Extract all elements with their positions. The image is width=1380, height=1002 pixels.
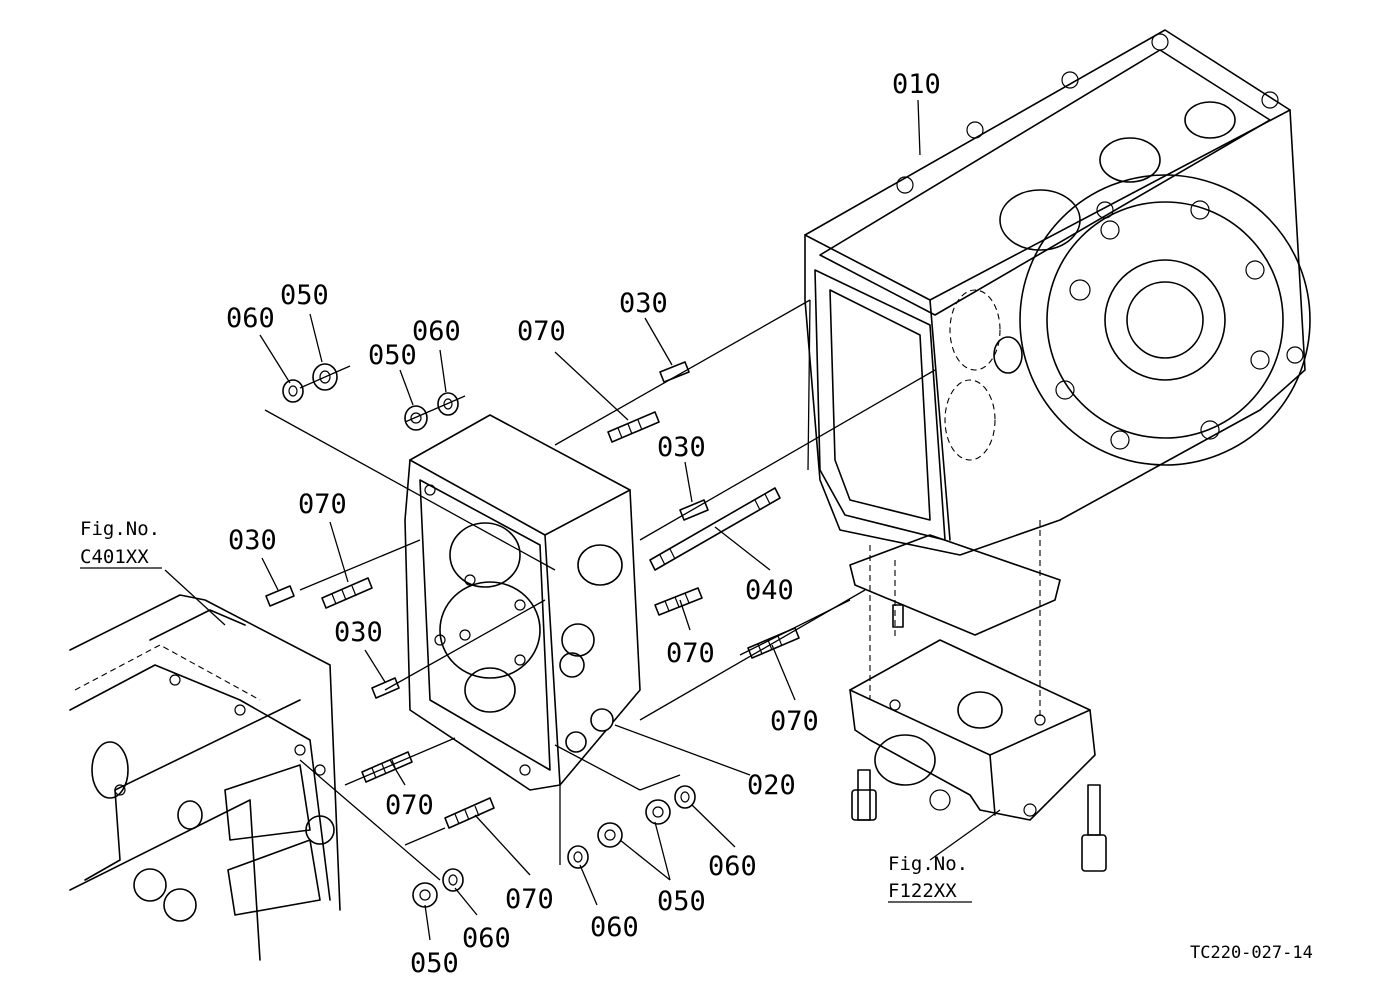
middle-case-020 <box>404 414 641 791</box>
label-070-e: 070 <box>385 790 434 821</box>
nut-050-e <box>412 882 438 908</box>
label-leaders <box>80 99 1001 941</box>
long-stud-bolt-040 <box>649 487 781 571</box>
drawing-number: TC220-027-14 <box>1190 943 1313 963</box>
stud-bolt-070-a <box>607 411 660 443</box>
label-070-b: 070 <box>298 489 347 520</box>
label-030-a: 030 <box>619 288 668 319</box>
label-020: 020 <box>747 770 796 801</box>
label-060-e: 060 <box>462 923 511 954</box>
label-070-f: 070 <box>505 884 554 915</box>
label-070-a: 070 <box>517 316 566 347</box>
dowel-pin-030-a <box>659 361 690 383</box>
fig-ref-right-number: F122XX <box>888 880 957 902</box>
label-050-a: 050 <box>280 280 329 311</box>
label-050-d: 050 <box>410 948 459 979</box>
label-050-b: 050 <box>368 340 417 371</box>
label-030-d: 030 <box>334 617 383 648</box>
label-060-c: 060 <box>708 851 757 882</box>
nut-050-d <box>645 799 671 825</box>
label-030-c: 030 <box>228 525 277 556</box>
label-010: 010 <box>892 69 941 100</box>
label-050-c: 050 <box>657 886 706 917</box>
label-060-d: 060 <box>590 912 639 943</box>
label-040: 040 <box>745 575 794 606</box>
label-030-b: 030 <box>657 432 706 463</box>
washer-060-c <box>674 785 696 809</box>
label-070-d: 070 <box>770 706 819 737</box>
label-070-c: 070 <box>666 638 715 669</box>
fig-ref-left-title: Fig.No. <box>80 518 160 540</box>
fig-ref-right-title: Fig.No. <box>888 853 968 875</box>
fig-ref-left-number: C401XX <box>80 546 149 568</box>
dowel-pin-030-c <box>265 585 295 607</box>
stud-bolt-070-c <box>654 587 703 616</box>
washer-060-d <box>567 845 589 869</box>
washer-060-a <box>282 379 304 403</box>
stud-bolt-070-f <box>444 797 495 829</box>
transmission-case-010 <box>804 29 1311 556</box>
left-adjoining-case <box>69 594 341 961</box>
stud-bolt-070-b <box>321 577 373 609</box>
washer-060-e <box>442 868 464 892</box>
label-060-b: 060 <box>412 316 461 347</box>
dowel-pin-030-d <box>371 677 400 699</box>
nut-050-c <box>597 822 623 848</box>
bottom-right-housing <box>849 520 1107 872</box>
assembly-lines <box>264 299 936 881</box>
label-060-a: 060 <box>226 303 275 334</box>
nut-050-b <box>404 405 428 431</box>
